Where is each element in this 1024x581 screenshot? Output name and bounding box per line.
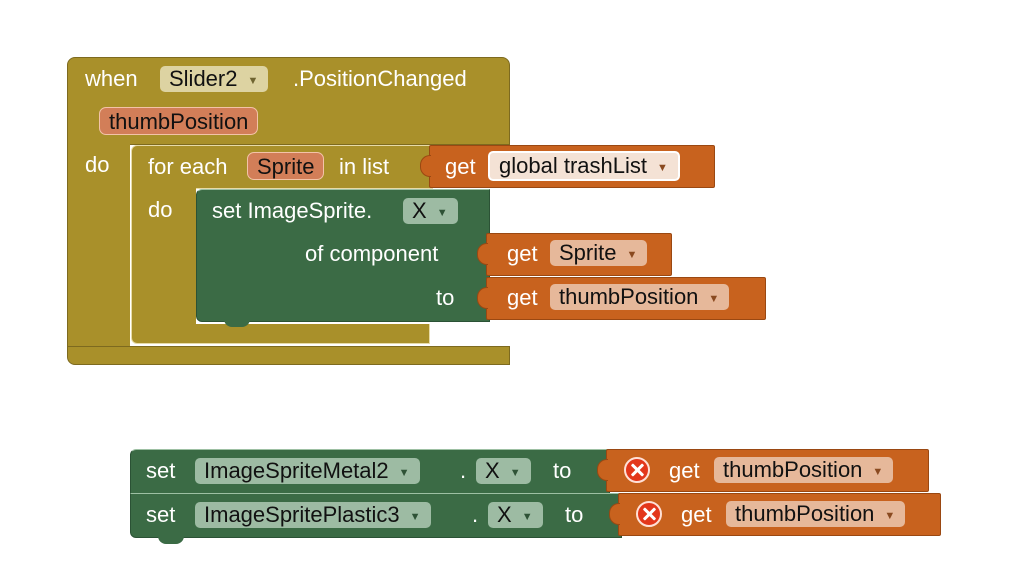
chevron-down-icon[interactable]: ▼ — [708, 293, 720, 305]
chevron-down-icon[interactable]: ▼ — [409, 511, 421, 523]
component-dropdown-slider2[interactable]: Slider2 ▼ — [160, 66, 269, 92]
component-dropdown-label: Slider2 — [169, 66, 238, 91]
get-label: get — [669, 458, 700, 483]
foreach-block-footer — [131, 324, 430, 344]
set-block-notch — [158, 535, 184, 544]
variable-dropdown-label: thumbPosition — [723, 457, 863, 482]
property-dropdown-x[interactable]: X▼ — [403, 198, 458, 224]
socket-tab — [597, 459, 608, 481]
component-dropdown-imagespritemetal2[interactable]: ImageSpriteMetal2 ▼ — [195, 458, 420, 484]
property-dropdown-x[interactable]: X▼ — [476, 458, 531, 484]
property-dropdown-label: X — [485, 458, 500, 483]
variable-dropdown-label: thumbPosition — [559, 284, 699, 309]
variable-dropdown-global-trashlist[interactable]: global trashList ▼ — [488, 151, 680, 181]
property-dropdown-label: X — [412, 198, 427, 223]
foreach-do-label: do — [148, 197, 173, 222]
socket-tab — [477, 243, 488, 265]
property-dropdown-x[interactable]: X▼ — [488, 502, 543, 528]
to-label: to — [553, 458, 572, 483]
socket-tab — [420, 155, 431, 177]
error-icon[interactable] — [636, 501, 662, 527]
chevron-down-icon[interactable]: ▼ — [521, 511, 533, 523]
component-dropdown-label: ImageSpritePlastic3 — [204, 502, 400, 527]
to-label: to — [565, 502, 584, 527]
event-block-footer — [67, 346, 510, 365]
foreach-in-list-label: in list — [339, 154, 390, 179]
event-do-label: do — [85, 152, 110, 177]
variable-dropdown-label: thumbPosition — [735, 501, 875, 526]
socket-tab — [477, 287, 488, 309]
variable-dropdown-sprite[interactable]: Sprite ▼ — [550, 240, 648, 266]
event-block-spine — [67, 143, 130, 348]
chevron-down-icon[interactable]: ▼ — [656, 162, 668, 174]
chevron-down-icon[interactable]: ▼ — [398, 467, 410, 479]
set-label: set — [146, 458, 176, 483]
property-dropdown-label: X — [497, 502, 512, 527]
get-label: get — [681, 502, 712, 527]
chevron-down-icon[interactable]: ▼ — [509, 467, 521, 479]
chevron-down-icon[interactable]: ▼ — [872, 466, 884, 478]
variable-dropdown-thumbposition[interactable]: thumbPosition ▼ — [550, 284, 730, 310]
chevron-down-icon[interactable]: ▼ — [436, 207, 448, 219]
chevron-down-icon[interactable]: ▼ — [884, 510, 896, 522]
of-component-label: of component — [305, 241, 439, 266]
set-imagesprite-label: set ImageSprite. — [212, 198, 373, 223]
set-block-notch — [224, 318, 250, 327]
component-dropdown-imagespriteplastic3[interactable]: ImageSpritePlastic3 ▼ — [195, 502, 431, 528]
get-label: get — [507, 285, 538, 310]
get-label: get — [507, 241, 538, 266]
variable-dropdown-thumbposition[interactable]: thumbPosition ▼ — [714, 457, 894, 483]
chevron-down-icon[interactable]: ▼ — [626, 249, 638, 261]
dot-label: . — [460, 458, 467, 483]
event-param-thumbposition[interactable]: thumbPosition — [99, 107, 259, 135]
variable-dropdown-thumbposition[interactable]: thumbPosition ▼ — [726, 501, 906, 527]
chevron-down-icon[interactable]: ▼ — [247, 75, 259, 87]
set-label: set — [146, 502, 176, 527]
variable-dropdown-label: global trashList — [499, 153, 647, 178]
error-icon[interactable] — [624, 457, 650, 483]
variable-dropdown-label: Sprite — [559, 240, 617, 265]
component-dropdown-label: ImageSpriteMetal2 — [204, 458, 389, 483]
get-label: get — [445, 154, 476, 179]
event-name-label: .PositionChanged — [293, 66, 467, 91]
socket-tab — [609, 503, 620, 525]
to-label: to — [436, 285, 455, 310]
dot-label: . — [472, 502, 479, 527]
foreach-var-sprite[interactable]: Sprite — [247, 152, 325, 180]
foreach-label: for each — [148, 154, 228, 179]
when-label: when — [85, 66, 138, 91]
foreach-block-spine — [131, 187, 196, 327]
